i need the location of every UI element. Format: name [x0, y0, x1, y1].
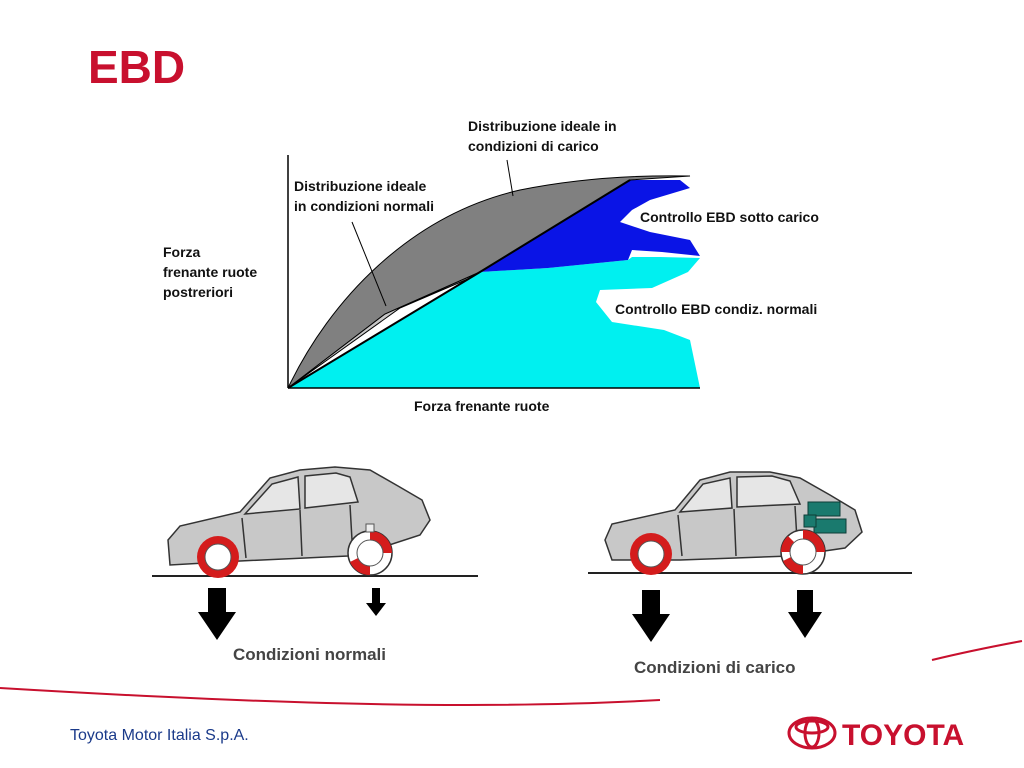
y-axis-label-1: Forza [163, 244, 201, 260]
ebd-load-region [480, 180, 700, 272]
toyota-logo: TOYOTA [787, 716, 964, 752]
leader-load-curve [506, 159, 514, 197]
load-curve-label-2: condizioni di carico [468, 138, 599, 154]
normal-curve-label-2: in condizioni normali [294, 198, 434, 214]
normal-conditions-caption: Condizioni normali [233, 645, 386, 664]
front-wheel [197, 536, 239, 578]
toyota-wordmark: TOYOTA [842, 719, 964, 752]
front-load-arrow [632, 590, 670, 642]
rear-load-arrow [788, 590, 822, 638]
rear-wheel [347, 523, 393, 576]
ebd-distribution-diagram: Forza frenante ruote postreriori Forza f… [163, 118, 819, 414]
x-axis-label: Forza frenante ruote [414, 398, 550, 414]
toyota-emblem-icon [787, 716, 837, 750]
scene-load-conditions: Condizioni di carico [588, 471, 912, 677]
car-windows [243, 472, 359, 515]
ideal-load-curve-area [287, 175, 691, 389]
leader-normal-curve [351, 221, 387, 307]
ebd-load-region-label: Controllo EBD sotto carico [640, 209, 819, 225]
load-curve-label-1: Distribuzione ideale in [468, 118, 617, 134]
cargo-load-icon [803, 501, 847, 534]
footer-company-name: Toyota Motor Italia S.p.A. [70, 727, 249, 744]
car-doors [241, 504, 353, 559]
slide-title: EBD [88, 41, 186, 93]
car-windows [678, 475, 802, 513]
front-load-arrow [198, 588, 236, 640]
rear-wheel [780, 529, 826, 575]
load-conditions-caption: Condizioni di carico [634, 658, 796, 677]
ebd-normal-region [288, 257, 700, 388]
normal-curve-label-1: Distribuzione ideale [294, 178, 426, 194]
y-axis-label-2: frenante ruote [163, 264, 257, 280]
decorative-swoosh-right [931, 640, 1023, 661]
scene-normal-conditions: Condizioni normali [152, 466, 478, 664]
ebd-normal-region-label: Controllo EBD condiz. normali [615, 301, 817, 317]
front-wheel [630, 533, 672, 575]
ebd-diagonal-line [287, 179, 631, 389]
y-axis-label-3: postreriori [163, 284, 233, 300]
rear-load-arrow [366, 588, 386, 616]
decorative-swoosh-left [0, 687, 661, 706]
